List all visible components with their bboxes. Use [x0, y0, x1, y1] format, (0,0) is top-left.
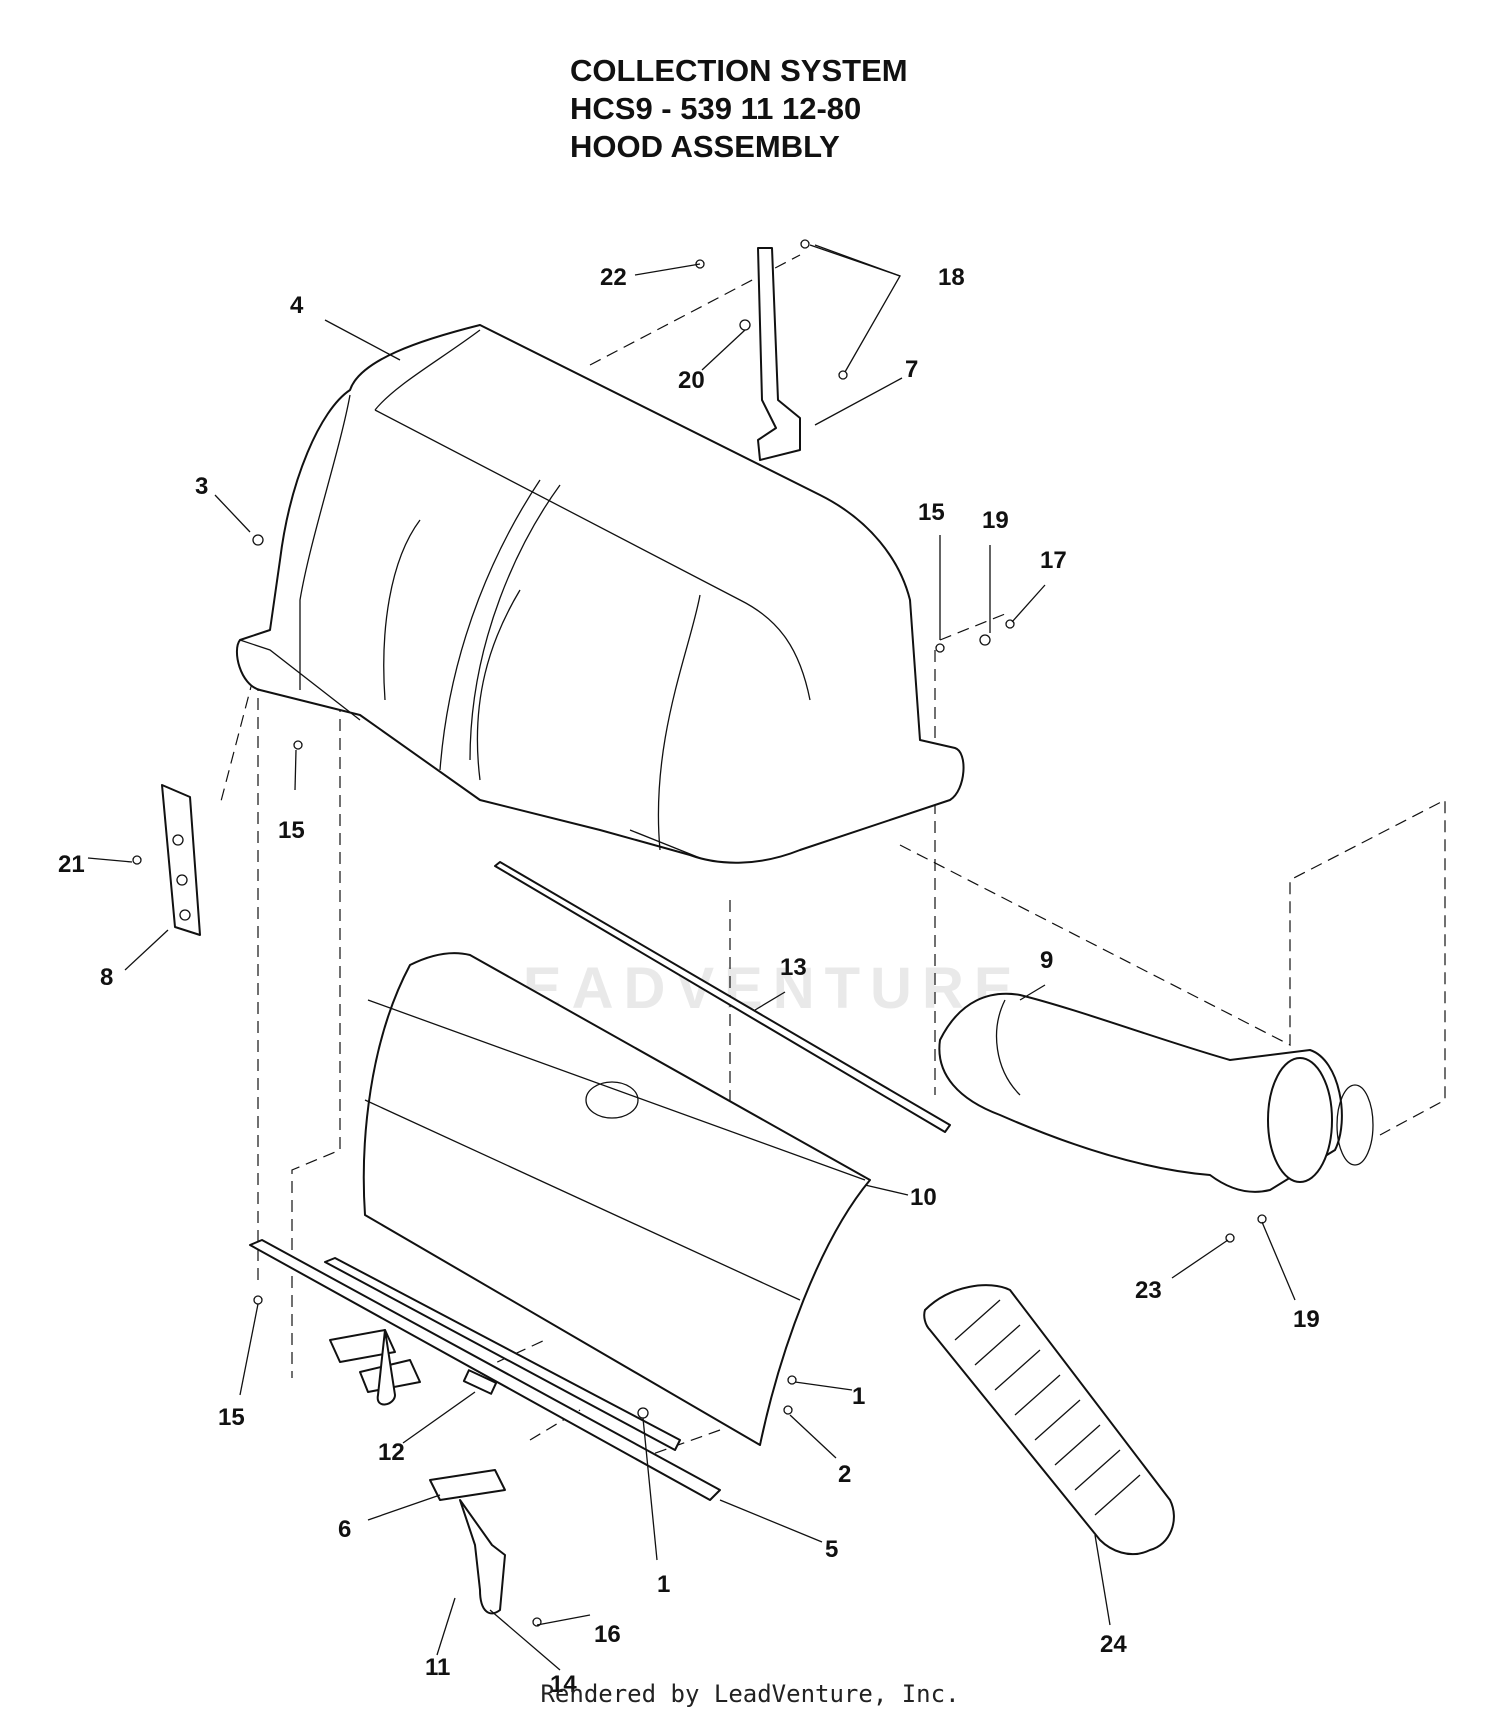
hose-part-24 — [923, 1284, 1175, 1556]
callout-14: 14 — [550, 1671, 577, 1698]
callout-10: 10 — [910, 1184, 937, 1211]
callout-22: 22 — [600, 264, 627, 291]
callout-1a: 1 — [852, 1383, 865, 1410]
callout-12: 12 — [378, 1439, 405, 1466]
hinge-bar-part-5 — [249, 1239, 721, 1501]
callout-16: 16 — [594, 1621, 621, 1648]
bracket-part-7 — [757, 247, 801, 461]
callout-19b: 19 — [1293, 1306, 1320, 1333]
footer-credit: Rendered by LeadVenture, Inc. — [540, 1680, 960, 1708]
callout-15a: 15 — [918, 499, 945, 526]
chute-part-9 — [938, 992, 1374, 1193]
callout-23: 23 — [1135, 1277, 1162, 1304]
door-panel-part-10 — [362, 952, 871, 1446]
callout-13: 13 — [780, 954, 807, 981]
callout-17: 17 — [1040, 547, 1067, 574]
hood-part-4 — [235, 324, 965, 864]
callout-8: 8 — [100, 964, 113, 991]
callout-3: 3 — [195, 473, 208, 500]
callout-11: 11 — [425, 1654, 450, 1681]
title-line-2: HCS9 - 539 11 12-80 — [570, 91, 862, 126]
callout-21: 21 — [58, 851, 85, 878]
callout-5: 5 — [825, 1536, 838, 1563]
latch-assembly — [329, 1329, 498, 1406]
callout-7: 7 — [905, 356, 918, 383]
callout-labels: 1 1 2 3 4 5 6 7 8 9 10 11 12 13 14 15 15… — [58, 264, 1320, 1698]
callout-18: 18 — [938, 264, 965, 291]
callout-9: 9 — [1040, 947, 1053, 974]
callout-20: 20 — [678, 367, 705, 394]
diagram-title: COLLECTION SYSTEM HCS9 - 539 11 12-80 HO… — [570, 52, 908, 166]
title-line-3: HOOD ASSEMBLY — [570, 129, 840, 164]
callout-24: 24 — [1100, 1631, 1127, 1658]
callout-15c: 15 — [218, 1404, 245, 1431]
latch-part-6-14 — [429, 1469, 506, 1615]
callout-1b: 1 — [657, 1571, 670, 1598]
callout-15b: 15 — [278, 817, 305, 844]
callout-4: 4 — [290, 292, 304, 319]
strip-part-13 — [494, 861, 951, 1133]
callout-2: 2 — [838, 1461, 851, 1488]
plate-part-8 — [161, 784, 201, 936]
leader-lines — [87, 244, 1296, 1671]
callout-19a: 19 — [982, 507, 1009, 534]
callout-6: 6 — [338, 1516, 351, 1543]
title-line-1: COLLECTION SYSTEM — [570, 53, 908, 88]
